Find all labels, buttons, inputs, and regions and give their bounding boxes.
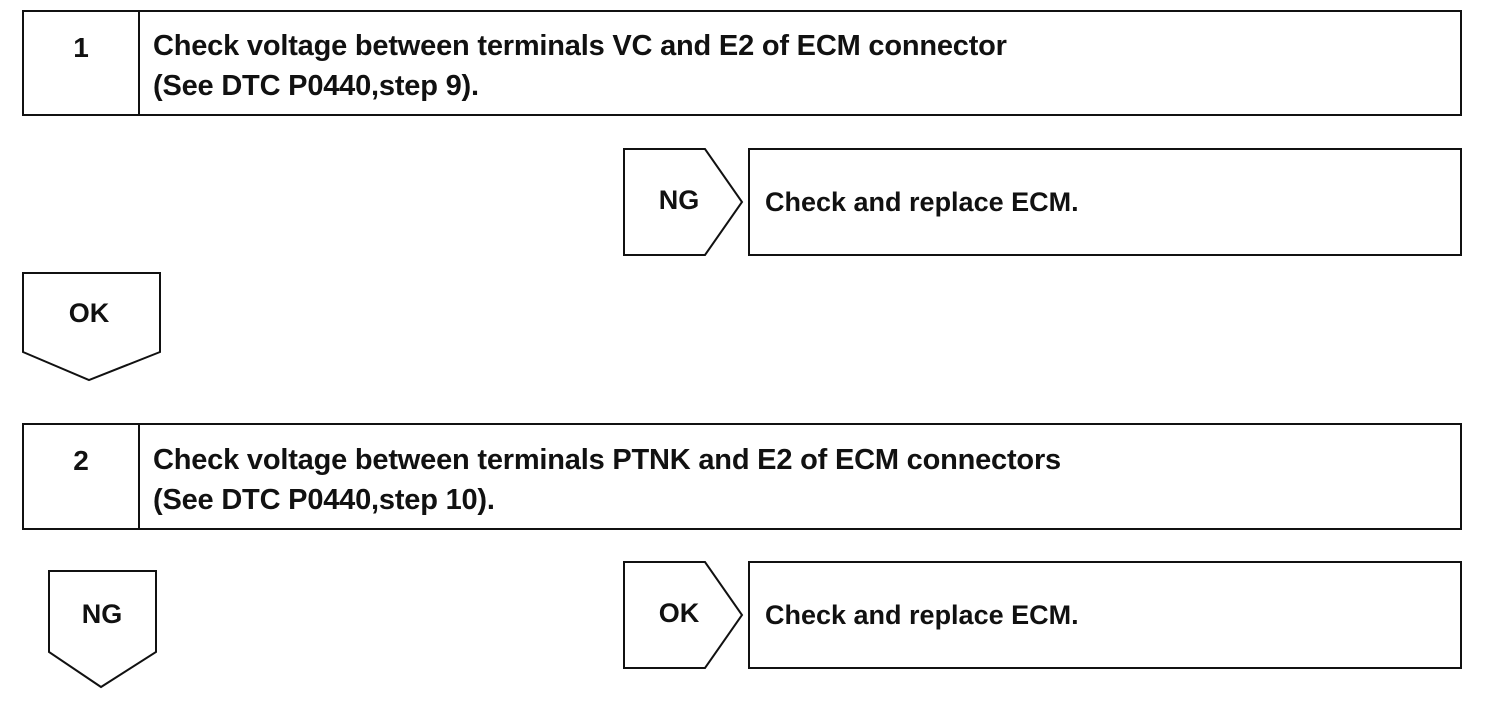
step-1-number: 1 (24, 12, 140, 114)
down-arrow-shape (22, 272, 161, 382)
step-1-box: 1 Check voltage between terminals VC and… (22, 10, 1462, 116)
step-1-ok-arrow: OK (22, 272, 162, 382)
step-1-text: Check voltage between terminals VC and E… (140, 12, 1460, 114)
step-1-ng-result: Check and replace ECM. (748, 148, 1462, 256)
down-arrow-shape (48, 570, 157, 689)
step-2-text: Check voltage between terminals PTNK and… (140, 425, 1460, 528)
step-2-ok-label: OK (658, 598, 700, 628)
step-2-number: 2 (24, 425, 140, 528)
step-2-reference: (See DTC P0440,step 10). (153, 484, 495, 516)
step-1-ok-label: OK (68, 298, 110, 328)
right-arrow-shape (623, 561, 744, 669)
step-2-box: 2 Check voltage between terminals PTNK a… (22, 423, 1462, 530)
step-2-ng-label: NG (81, 599, 123, 629)
step-1-ng-arrow: NG (623, 148, 745, 256)
step-2-instruction: Check voltage between terminals PTNK and… (153, 444, 1061, 476)
step-2-ng-arrow: NG (48, 570, 158, 690)
step-2-ok-result: Check and replace ECM. (748, 561, 1462, 669)
step-1-ng-label: NG (658, 185, 700, 215)
step-2-ok-arrow: OK (623, 561, 745, 669)
step-1-instruction: Check voltage between terminals VC and E… (153, 30, 1007, 62)
right-arrow-shape (623, 148, 744, 256)
step-1-reference: (See DTC P0440,step 9). (153, 70, 479, 102)
